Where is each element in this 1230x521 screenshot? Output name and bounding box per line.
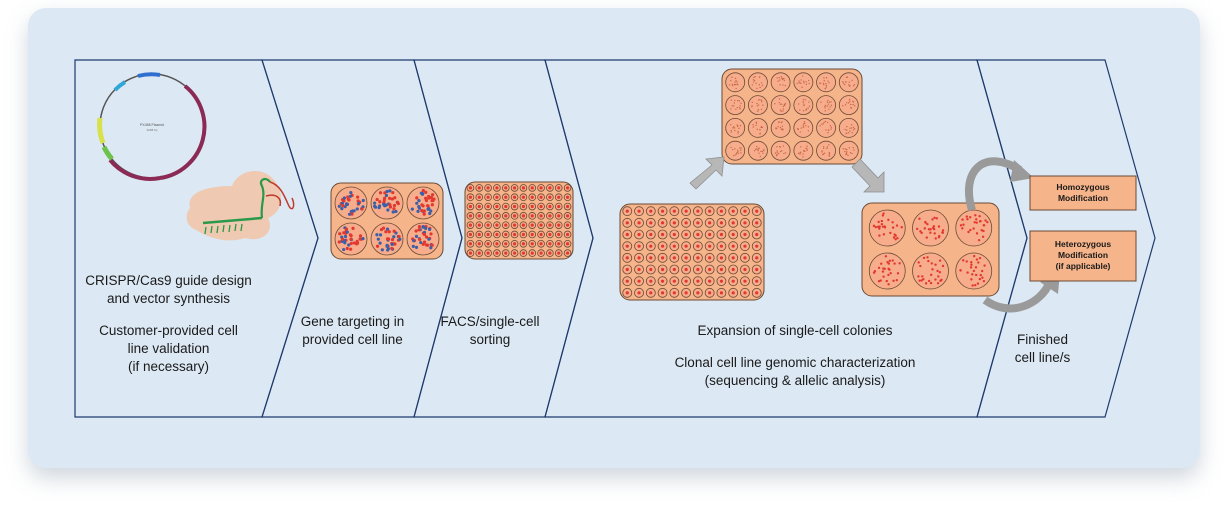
plate-96-well-sorting	[464, 181, 574, 260]
stage-design-line: (if necessary)	[127, 359, 210, 374]
stage-sorting-line: FACS/single-cell	[440, 314, 540, 329]
heterozygous-line: Modification	[1057, 250, 1109, 260]
plate-96-well-expansion	[619, 203, 765, 301]
well	[793, 95, 814, 115]
svg-text:PX458 Plasmid: PX458 Plasmid	[140, 123, 164, 127]
spacer	[75, 308, 262, 322]
well	[838, 95, 859, 115]
well	[725, 140, 746, 161]
heterozygous-line: (if applicable)	[1055, 261, 1111, 271]
well	[816, 72, 836, 93]
plate-24-well-expansion	[721, 68, 863, 165]
well	[748, 118, 768, 138]
homozygous-label: Homozygous Modification	[1030, 182, 1136, 204]
well	[770, 72, 791, 93]
stage-expansion-line: Expansion of single-cell colonies	[697, 323, 893, 338]
homozygous-line: Homozygous	[1056, 182, 1110, 192]
well	[868, 209, 906, 247]
well	[748, 72, 768, 93]
cas9-complex-icon	[186, 171, 295, 241]
stage-sorting-line: sorting	[469, 332, 511, 347]
homozygous-line: Modification	[1057, 193, 1109, 203]
well	[770, 140, 791, 161]
heterozygous-line: Heterozygous	[1054, 239, 1112, 249]
stage-sorting-label: FACS/single-cell sorting	[430, 313, 550, 349]
plate-6-well-clonal	[861, 202, 1000, 297]
well	[793, 118, 814, 138]
plate-6-well-targeting	[330, 182, 444, 260]
svg-text:9288 bp: 9288 bp	[147, 128, 158, 132]
stage-design-line: CRISPR/Cas9 guide design	[85, 273, 252, 288]
stage-expansion-line: Clonal cell line genomic characterizatio…	[674, 355, 916, 370]
gray-flow-arrow-icon	[689, 156, 885, 193]
homozygous-box	[1029, 175, 1137, 211]
stage-expansion-label: Expansion of single-cell colonies Clonal…	[600, 322, 990, 390]
well	[838, 118, 859, 138]
stage-targeting-line: provided cell line	[302, 332, 403, 347]
well	[748, 95, 768, 115]
stage-design-line: line validation	[127, 341, 210, 356]
stage-finished-line: cell line/s	[1014, 350, 1071, 365]
stage-finished-line: Finished	[1016, 332, 1069, 347]
well	[793, 72, 814, 93]
heterozygous-label: Heterozygous Modification (if applicable…	[1030, 239, 1136, 272]
heterozygous-box	[1029, 230, 1137, 282]
curved-arrow-icon	[964, 157, 1060, 313]
stage-finished-chevron	[976, 59, 1156, 418]
well	[334, 186, 368, 220]
stage-design-line: and vector synthesis	[106, 291, 231, 306]
well	[816, 118, 836, 138]
stage-expansion-line: (sequencing & allelic analysis)	[704, 373, 886, 388]
stage-design-line: Customer-provided cell	[99, 323, 238, 338]
stage-design-label: CRISPR/Cas9 guide design and vector synt…	[75, 272, 262, 376]
stage-targeting-line: Gene targeting in	[300, 314, 405, 329]
well	[838, 140, 859, 161]
well	[816, 140, 836, 161]
stage-finished-label: Finished cell line/s	[985, 331, 1100, 367]
well	[725, 95, 746, 115]
well	[770, 95, 791, 115]
plasmid-map-icon: PX458 Plasmid 9288 bp	[97, 72, 207, 181]
stage-targeting-label: Gene targeting in provided cell line	[285, 313, 420, 349]
spacer	[600, 340, 990, 354]
